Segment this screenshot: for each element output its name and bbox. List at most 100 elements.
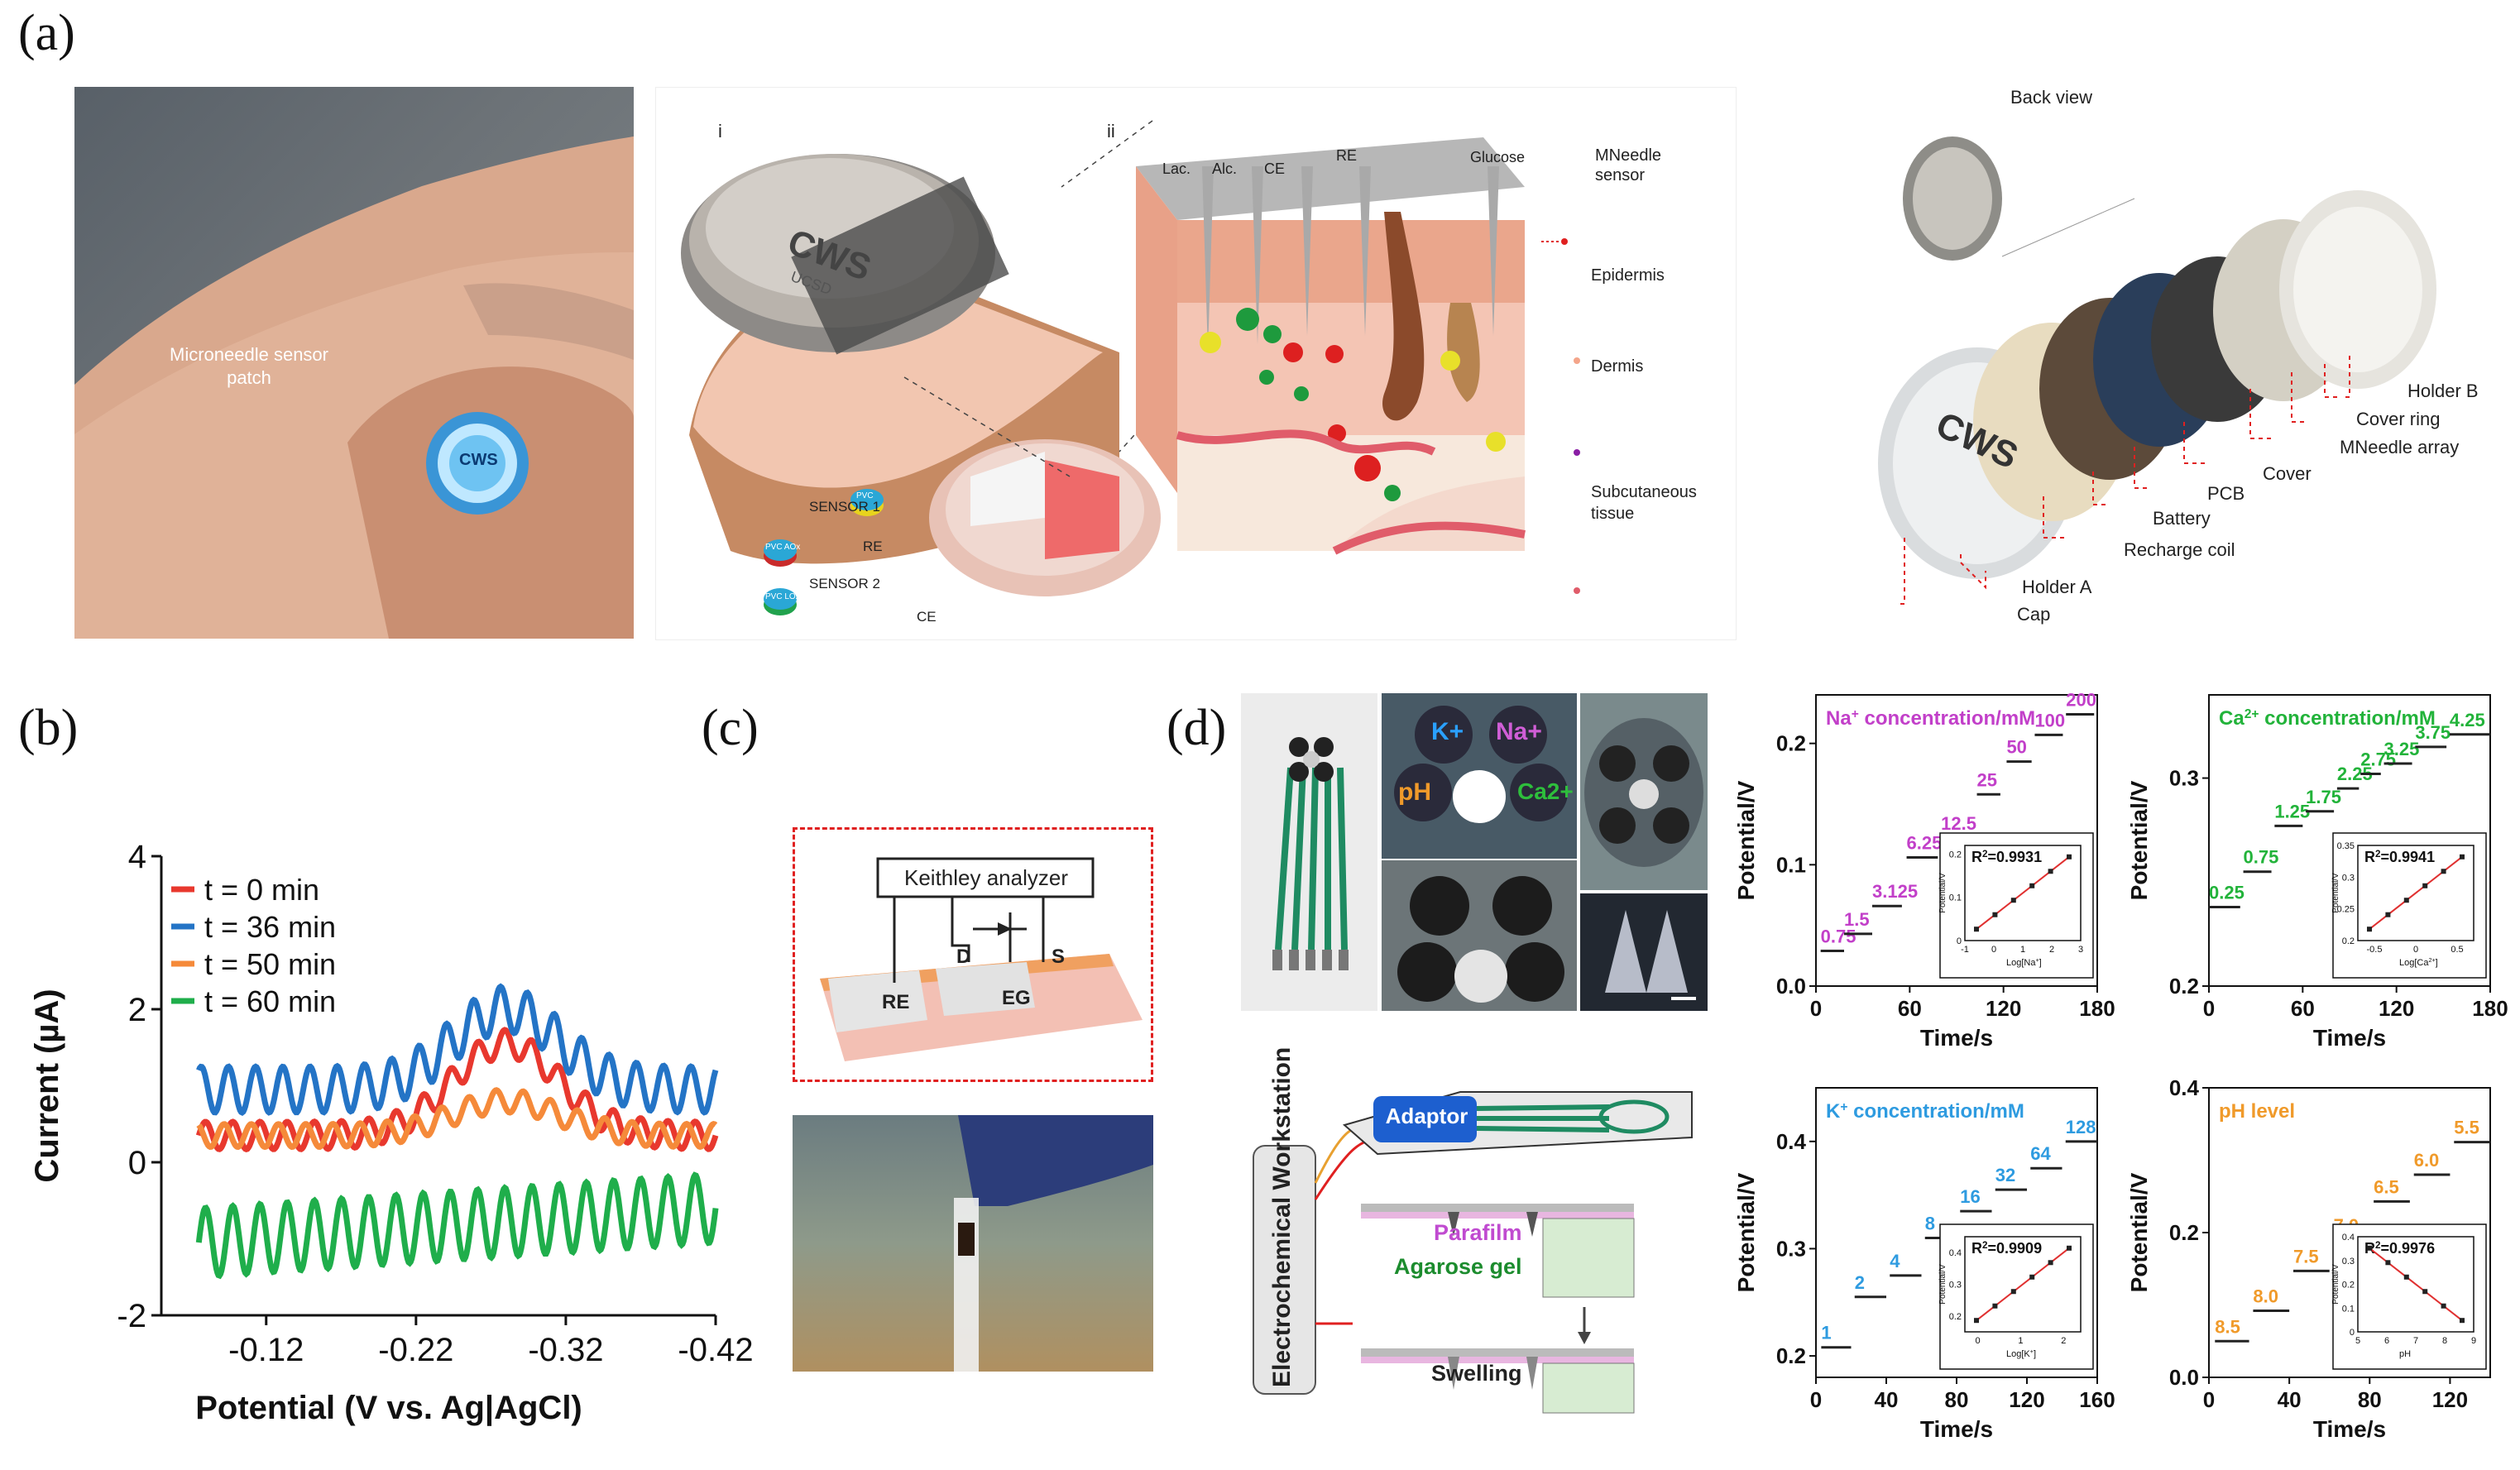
inset-r2: R2=0.9976 bbox=[2364, 1240, 2435, 1257]
step-label: 64 bbox=[2030, 1143, 2051, 1164]
inset-r2: R2=0.9909 bbox=[1971, 1240, 2042, 1257]
inset-y-tick: 0 bbox=[2350, 1328, 2355, 1338]
x-tick-label: 120 bbox=[2009, 1387, 2044, 1412]
inset-ylabel: Potential/V bbox=[2331, 1264, 2340, 1305]
chart-title: Ca2+ concentration/mM bbox=[2219, 707, 2436, 730]
pill-pvc: PVC bbox=[856, 491, 874, 500]
inset-point bbox=[2067, 854, 2072, 859]
ion-ph-label: pH bbox=[1398, 778, 1431, 806]
inset-point bbox=[2067, 1245, 2072, 1251]
legend-label: t = 36 min bbox=[204, 910, 336, 944]
panel-label-c: (c) bbox=[702, 700, 759, 756]
inset-point bbox=[2385, 1260, 2391, 1266]
inset-y-tick: 0.2 bbox=[1949, 850, 1962, 859]
electrode-re: RE bbox=[863, 539, 883, 554]
plot-frame bbox=[1815, 694, 2098, 987]
x-tick-label: -0.42 bbox=[678, 1332, 753, 1368]
inset-x-tick: 7 bbox=[2413, 1336, 2418, 1346]
y-tick-label: 0.3 bbox=[1776, 1236, 1806, 1261]
y-tick-label: 0.0 bbox=[2169, 1365, 2199, 1390]
step-label: 5.5 bbox=[2454, 1118, 2479, 1138]
inset-y-tick: 0.25 bbox=[2337, 905, 2355, 915]
x-tick-label: 0 bbox=[2203, 996, 2215, 1021]
layer-label-epidermis: Epidermis bbox=[1591, 266, 1665, 285]
inset-ylabel: Potential/V bbox=[1938, 873, 1947, 913]
schematic-panel: i ii CWS UCSD Lac. Alc. CE RE Glucose MN… bbox=[655, 87, 1737, 640]
back-view-label: Back view bbox=[2010, 87, 2093, 108]
x-tick-label: 160 bbox=[2079, 1387, 2115, 1412]
series-line-3 bbox=[195, 1171, 719, 1280]
inset-x-tick: 1 bbox=[2020, 945, 2025, 955]
y-tick-label: 0 bbox=[128, 1145, 146, 1181]
inset-y-tick: 0.2 bbox=[1949, 1312, 1962, 1322]
step-label: 6.0 bbox=[2414, 1150, 2440, 1171]
inset-y-tick: 0.3 bbox=[2342, 873, 2355, 883]
inset-point bbox=[2367, 1245, 2372, 1251]
label-cover-ring: Cover ring bbox=[2356, 409, 2441, 429]
inset-xlabel: pH bbox=[2399, 1349, 2411, 1359]
needle-label-alc: Alc. bbox=[1212, 160, 1238, 177]
step-label: 100 bbox=[2034, 710, 2065, 730]
setup-schematic: Adaptor Electrochemical Workstation Para… bbox=[1245, 1047, 1704, 1415]
x-tick-label: 0 bbox=[1810, 996, 1822, 1021]
inset-x-tick: 2 bbox=[2061, 1336, 2066, 1346]
keithley-analyzer-label: Keithley analyzer bbox=[904, 865, 1068, 890]
inset-point bbox=[2048, 869, 2053, 874]
y-tick-label: 0.2 bbox=[2169, 1220, 2199, 1245]
step-label: 128 bbox=[2066, 1117, 2096, 1137]
inset-point bbox=[1992, 1303, 1998, 1309]
y-tick-label: 4 bbox=[128, 839, 146, 875]
x-axis-title: Potential (V vs. Ag|AgCl) bbox=[195, 1390, 582, 1426]
y-axis-title: Potential/V bbox=[1733, 1172, 1759, 1292]
step-label: 2.75 bbox=[2360, 749, 2396, 770]
x-tick-label: 80 bbox=[1945, 1387, 1969, 1412]
electrode-re-c: RE bbox=[882, 991, 910, 1013]
inset-point bbox=[2010, 1289, 2016, 1295]
inset-point bbox=[2029, 1274, 2035, 1280]
label-cover: Cover bbox=[2263, 463, 2312, 484]
inset-point bbox=[2422, 1289, 2428, 1295]
pill-pvc-lox: PVC LOx bbox=[765, 592, 800, 601]
legend-label: t = 0 min bbox=[204, 873, 319, 907]
inset-r2: R2=0.9931 bbox=[1971, 849, 2042, 866]
inset-point bbox=[2441, 1303, 2446, 1309]
inset-y-tick: 0.2 bbox=[2342, 936, 2355, 946]
inset-y-tick: 0.3 bbox=[1949, 1281, 1962, 1290]
step-label: 1.75 bbox=[2306, 787, 2341, 807]
inset-point bbox=[2010, 898, 2016, 903]
step-label: 50 bbox=[2006, 737, 2026, 758]
step-label: 8 bbox=[1925, 1213, 1935, 1233]
x-tick-label: -0.32 bbox=[528, 1332, 603, 1368]
step-label: 0.75 bbox=[2244, 847, 2279, 868]
inset-point bbox=[2441, 869, 2446, 874]
step-label: 16 bbox=[1960, 1186, 1980, 1207]
inset-x-tick: 0.5 bbox=[2451, 945, 2463, 955]
step-label: 7.5 bbox=[2293, 1246, 2319, 1266]
legend-label: t = 50 min bbox=[204, 947, 336, 981]
inset-axes bbox=[1964, 845, 2082, 941]
series-line-1 bbox=[196, 983, 719, 1117]
step-label: 0.75 bbox=[1821, 926, 1856, 946]
inset-point bbox=[1974, 927, 1979, 932]
electrode-sensor1: SENSOR 1 bbox=[809, 499, 880, 515]
x-tick-label: 120 bbox=[1986, 996, 2021, 1021]
swelling-label: Swelling bbox=[1431, 1361, 1522, 1386]
adaptor-label: Adaptor bbox=[1385, 1104, 1468, 1128]
inset-point bbox=[1974, 1318, 1979, 1324]
x-tick-label: 180 bbox=[2472, 996, 2508, 1021]
inset-x-tick: 1 bbox=[2018, 1336, 2023, 1346]
y-tick-label: 0.2 bbox=[1776, 1343, 1806, 1368]
step-label: 0.25 bbox=[2209, 882, 2245, 903]
step-label: 1 bbox=[1821, 1323, 1831, 1343]
inset-x-tick: 9 bbox=[2471, 1336, 2476, 1346]
inset-x-tick: 5 bbox=[2355, 1336, 2360, 1346]
inset-r2: R2=0.9941 bbox=[2364, 849, 2435, 866]
panel-label-d: (d) bbox=[1167, 700, 1227, 756]
step-label: 32 bbox=[1995, 1165, 2015, 1185]
arm-photo: Microneedle sensor patch CWS bbox=[74, 87, 634, 639]
